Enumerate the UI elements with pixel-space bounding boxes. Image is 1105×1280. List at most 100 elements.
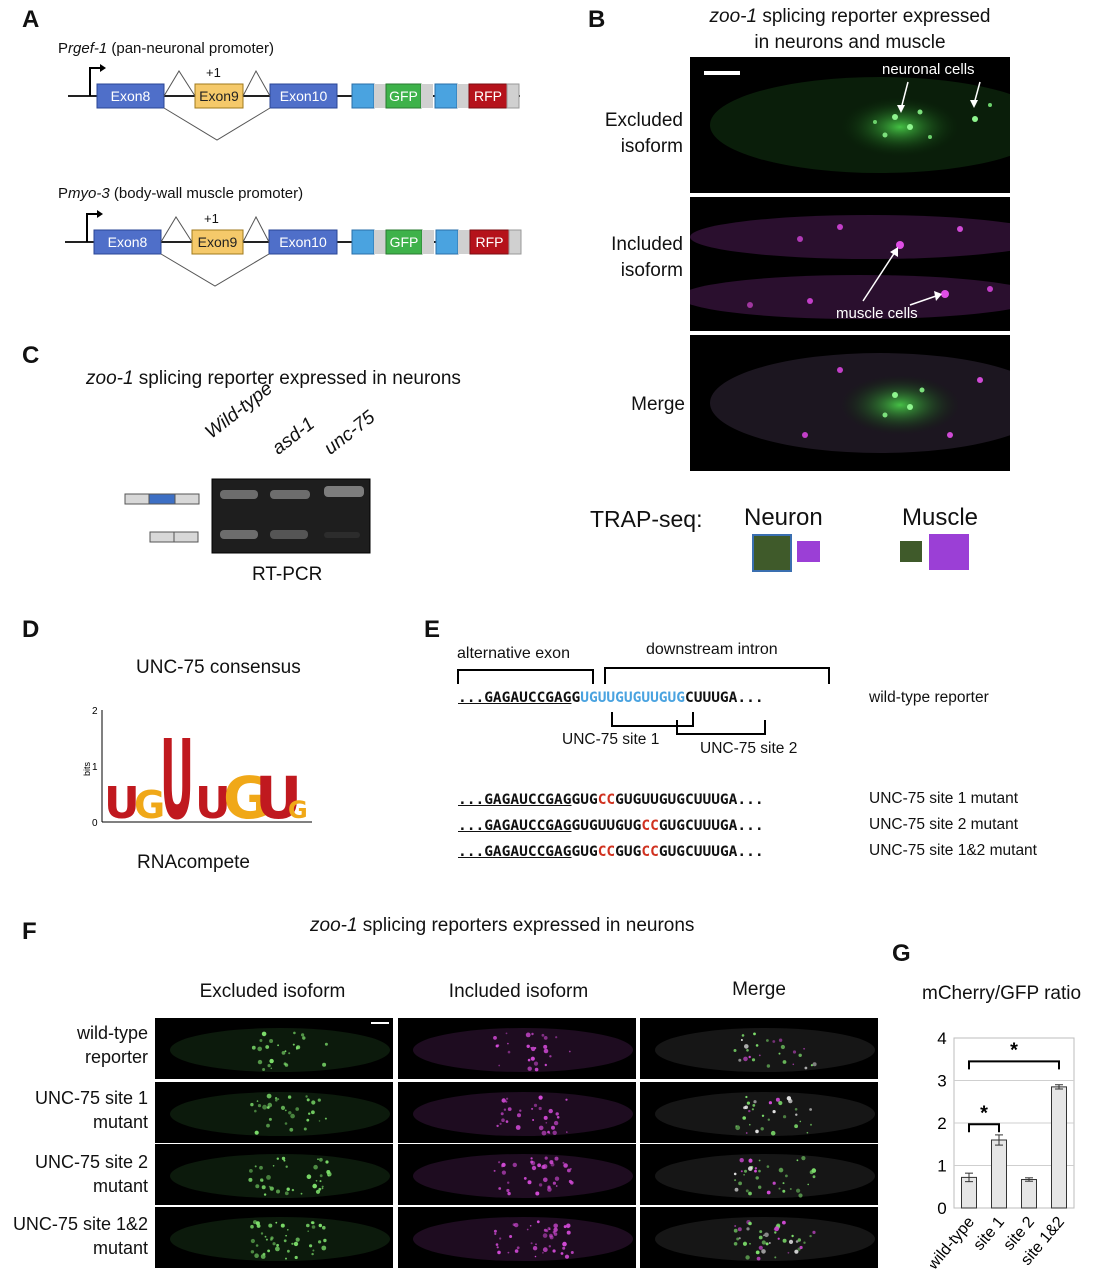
cell-dot <box>318 1120 321 1122</box>
micrograph-r1-c1 <box>155 1018 393 1079</box>
cell-dot <box>753 1032 756 1036</box>
cell-dot <box>563 1163 568 1168</box>
cell-dot <box>748 1109 751 1113</box>
cell-dot <box>562 1246 566 1250</box>
cell-dot <box>291 1188 295 1192</box>
cell-dot <box>501 1170 506 1175</box>
cell-dot <box>495 1044 499 1048</box>
cell-dot <box>775 1097 780 1102</box>
cell-dot <box>288 1052 291 1055</box>
micrograph-merge-image <box>710 353 1010 453</box>
cell-dot <box>318 1240 322 1244</box>
cell-dot <box>738 1181 742 1186</box>
cell-dot <box>498 1161 501 1164</box>
cell-dot <box>254 1109 257 1113</box>
cell-dot <box>749 1123 751 1126</box>
cell-dot <box>768 1242 771 1244</box>
cell-dot <box>311 1252 314 1256</box>
cell-dot <box>306 1098 310 1102</box>
bar-site-1-2 <box>1051 1086 1067 1209</box>
micrograph-image <box>655 1154 875 1198</box>
cell-dot <box>506 1188 510 1193</box>
promoter-name: rgef-1 <box>68 40 108 57</box>
cell-dot <box>566 1131 568 1133</box>
cell-dot <box>560 1252 564 1255</box>
cell-dot <box>503 1108 507 1111</box>
cell-dot <box>733 1172 737 1176</box>
cell-dot <box>548 1108 553 1114</box>
row-line1: UNC-75 site 1&2 <box>12 1214 148 1234</box>
micrograph-r4-c1 <box>155 1207 393 1268</box>
mut-seq-mutation: CC <box>597 844 616 860</box>
cell-dot <box>531 1032 534 1036</box>
logo-ytick-0: 0 <box>92 818 98 829</box>
cell-dot <box>535 1243 537 1246</box>
micrograph-excluded: neuronal cells <box>690 57 1010 193</box>
micrograph-r3-c2 <box>398 1144 636 1205</box>
cell-dot <box>755 1176 759 1180</box>
cell-dot <box>266 1093 272 1099</box>
cell-dot <box>809 1234 812 1238</box>
cell-dot <box>755 1129 759 1134</box>
cell-dot <box>270 1236 274 1240</box>
cell-dot <box>555 1185 558 1187</box>
cell-dot <box>526 1228 529 1231</box>
cell-dot <box>545 1122 548 1124</box>
lane-label-unc-75: unc-75 <box>320 406 380 460</box>
micrograph-r2-c2 <box>398 1082 636 1143</box>
row-label-line1: Included <box>611 234 683 255</box>
cell-dot <box>263 1193 267 1196</box>
cell-dot <box>766 1039 769 1042</box>
cell-dot <box>548 1228 551 1230</box>
cell-dot <box>742 1116 746 1120</box>
mutant2-label: UNC-75 site 2 mutant <box>869 816 1019 833</box>
cell-dot <box>804 1066 808 1070</box>
cell-dot <box>306 1174 312 1179</box>
cell-dot <box>516 1246 520 1250</box>
cell-dot <box>792 1050 797 1054</box>
cell-dot <box>568 1050 571 1053</box>
cell-dot <box>796 1159 799 1162</box>
cell-dot <box>281 1051 286 1055</box>
cell-dot <box>277 1098 280 1101</box>
mut-seq-mutation: CC <box>597 792 616 808</box>
cell-dot <box>544 1156 548 1160</box>
cell-dot <box>778 1038 783 1042</box>
cell-dot <box>294 1255 298 1260</box>
tissue-glow <box>655 1217 875 1261</box>
exon9-label-2: Exon9 <box>197 234 238 250</box>
cell-dot <box>810 1123 812 1126</box>
cell-dot <box>306 1223 310 1228</box>
cell-dot <box>254 1165 257 1168</box>
cell-dot <box>774 1256 777 1259</box>
mut-seq-part: GUG <box>571 792 598 808</box>
cell-dot <box>275 1099 278 1102</box>
cell-dot <box>567 1168 571 1173</box>
logo-letter-4: U <box>195 778 231 829</box>
cell-dot <box>794 1124 798 1129</box>
cell-dot <box>269 1039 274 1043</box>
cell-dot <box>535 1191 540 1196</box>
cell-dot <box>261 1179 264 1182</box>
cell-dot <box>542 1251 544 1254</box>
row-label-line2: isoform <box>620 136 683 157</box>
logo-ytick-2: 2 <box>92 706 98 717</box>
cell-dot <box>748 1158 753 1163</box>
tissue-glow <box>655 1154 875 1198</box>
cell-dot <box>552 1181 556 1185</box>
cell-dot <box>284 1063 289 1067</box>
title-rest: splicing reporters expressed in neurons <box>357 915 695 936</box>
cell-dot <box>507 1181 510 1184</box>
construct2-promoter-label: Pmyo-3 (body-wall muscle promoter) <box>58 185 303 202</box>
cell-dot <box>780 1044 785 1050</box>
cell-dot <box>309 1244 313 1248</box>
promoter-name: myo-3 <box>68 185 110 202</box>
cell-dot <box>322 1225 326 1230</box>
cell-dot <box>498 1187 502 1190</box>
micrograph-r2-c3 <box>640 1082 878 1143</box>
bar-site-1 <box>991 1139 1007 1209</box>
cell-dot <box>548 1245 551 1248</box>
